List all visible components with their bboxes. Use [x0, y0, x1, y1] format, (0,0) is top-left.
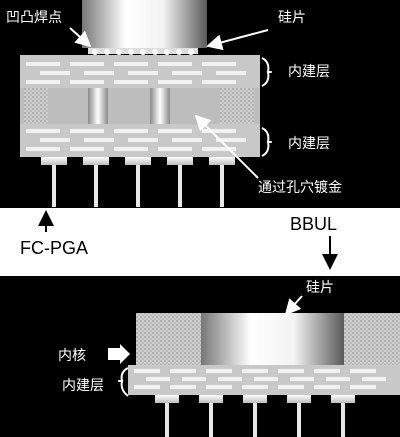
die-bottom [201, 313, 344, 365]
core-right [344, 313, 400, 365]
via-columns [24, 88, 254, 124]
buildup-mid-label: 内建层 [288, 136, 330, 152]
brace-icon [261, 127, 272, 157]
fcpga-label: FC-PGA [20, 238, 88, 258]
brace-icon [261, 57, 272, 87]
arrow-icon [206, 29, 269, 51]
bump-label: 凹凸焊点 [6, 10, 62, 26]
buildup-traces-bottom [26, 129, 246, 151]
die-top [82, 0, 207, 48]
buildup-traces-top [26, 62, 246, 84]
pins-top [41, 157, 235, 207]
arrow-icon [69, 27, 92, 48]
die-top-label: 硅片 [278, 10, 306, 26]
solder-bumps [88, 48, 198, 55]
core-left [136, 313, 201, 365]
buildup-traces-bbul [134, 369, 386, 389]
brace-icon [118, 367, 129, 397]
buildup-bottom-label: 内建层 [62, 378, 104, 394]
buildup-top-label: 内建层 [288, 64, 330, 80]
die-bottom-label: 硅片 [306, 280, 334, 296]
arrow-icon [194, 114, 259, 179]
bbul-label: BBUL [290, 214, 337, 234]
core-label: 内核 [58, 348, 86, 364]
arrow-icon [284, 295, 303, 316]
pins-bottom [155, 395, 355, 437]
arrow-icon [108, 344, 130, 364]
via-label: 通过孔穴镀金 [258, 179, 342, 196]
